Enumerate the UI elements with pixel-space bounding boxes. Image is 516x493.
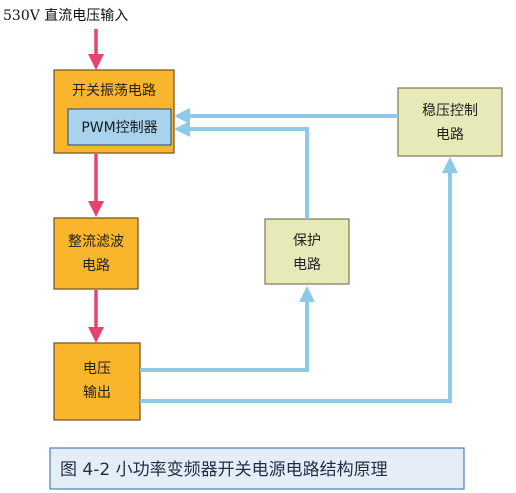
arrow-rectifier-to-output bbox=[88, 290, 104, 343]
output-label-line1: 电压 bbox=[83, 361, 111, 377]
feedback-regulator-to-pwm bbox=[174, 108, 398, 124]
protection-label-line2: 电路 bbox=[293, 257, 321, 273]
regulator-label-line2: 电路 bbox=[436, 127, 464, 143]
protection-label-line1: 保护 bbox=[293, 233, 321, 249]
rectifier-label-line2: 电路 bbox=[82, 258, 110, 274]
signal-output-to-regulator bbox=[140, 157, 458, 403]
regulator-label-line1: 稳压控制 bbox=[422, 103, 478, 119]
rectifier-block: 整流滤波 电路 bbox=[53, 217, 139, 290]
signal-output-to-protection bbox=[140, 286, 315, 372]
caption-text: 图 4-2 小功率变频器开关电源电路结构原理 bbox=[60, 460, 388, 480]
arrow-input-to-oscillator bbox=[88, 29, 104, 70]
arrow-oscillator-to-rectifier bbox=[88, 154, 104, 217]
pwm-label: PWM控制器 bbox=[81, 120, 157, 136]
protection-block: 保护 电路 bbox=[264, 218, 350, 285]
feedback-protection-to-pwm bbox=[174, 121, 309, 219]
input-label: 530V 直流电压输入 bbox=[3, 7, 128, 24]
regulator-block: 稳压控制 电路 bbox=[397, 87, 503, 157]
rectifier-label-line1: 整流滤波 bbox=[68, 234, 124, 250]
figure-caption: 图 4-2 小功率变频器开关电源电路结构原理 bbox=[49, 447, 465, 490]
oscillator-label: 开关振荡电路 bbox=[72, 83, 156, 99]
pwm-controller-block: PWM控制器 bbox=[67, 108, 172, 146]
output-label-line2: 输出 bbox=[83, 385, 111, 401]
voltage-output-block: 电压 输出 bbox=[53, 342, 141, 421]
